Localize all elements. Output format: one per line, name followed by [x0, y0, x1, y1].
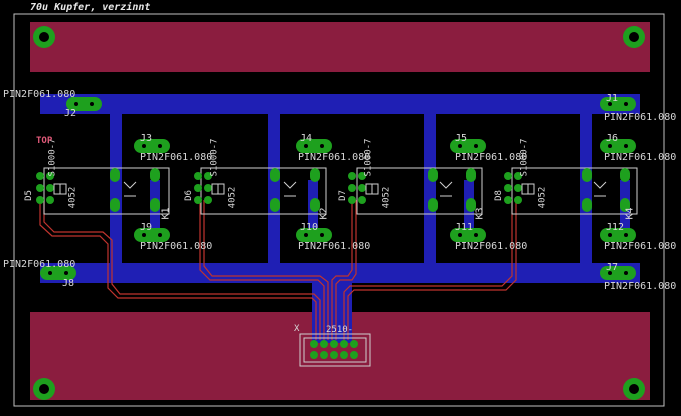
ref-k3: K3 — [474, 207, 486, 220]
label-pin-type-j5: PIN2F061.080 — [455, 152, 528, 163]
input-pads — [36, 172, 522, 204]
relay-contacts — [123, 181, 607, 197]
label-pin-type-j11: PIN2F061.080 — [455, 241, 528, 252]
board-title: 70u Kupfer, verzinnt — [30, 2, 151, 13]
part-top-3: S1000-7 — [363, 138, 374, 177]
ref-j2: J2 — [64, 108, 77, 119]
part-value-3: 4052 — [381, 186, 392, 209]
ref-j4: J4 — [300, 133, 313, 144]
part-value-2: 4052 — [227, 186, 238, 209]
label-pin-type-j4: PIN2F061.080 — [298, 152, 371, 163]
connector-pads — [310, 340, 358, 359]
ref-j1: J1 — [606, 93, 619, 104]
label-pin-type-j1: PIN2F061.080 — [604, 112, 677, 123]
ref-j6: J6 — [606, 133, 619, 144]
ref-k1: K1 — [160, 207, 172, 220]
ref-d6: D6 — [183, 190, 194, 201]
label-pin-type-j2: PIN2F061.080 — [3, 89, 76, 100]
ref-j11: J11 — [455, 222, 474, 233]
part-value-4: 4052 — [537, 186, 548, 209]
part-top-4: S1000-7 — [519, 138, 530, 177]
label-pin-type-j9: PIN2F061.080 — [140, 241, 213, 252]
ref-j9: J9 — [140, 222, 153, 233]
terminal-pads — [40, 97, 636, 280]
ref-d8: D8 — [493, 190, 504, 201]
label-pin-type-j7: PIN2F061.080 — [604, 281, 677, 292]
label-pin-type-j12: PIN2F061.080 — [604, 241, 677, 252]
label-pin-type-j6: PIN2F061.080 — [604, 152, 677, 163]
ref-d7: D7 — [337, 190, 348, 201]
connector-value: 2510- — [326, 325, 354, 335]
connector-outline — [299, 333, 371, 367]
part-top-2: S1000-7 — [209, 138, 220, 177]
top-tag: TOP — [36, 136, 53, 146]
ref-j7: J7 — [606, 262, 619, 273]
signal-traces — [39, 200, 517, 340]
label-pin-type-j3: PIN2F061.080 — [140, 152, 213, 163]
relay-outlines — [43, 167, 638, 215]
connector-ref: X — [294, 324, 300, 334]
mounting-holes — [33, 26, 645, 400]
ref-j3: J3 — [140, 133, 153, 144]
label-pin-type-j8: PIN2F061.080 — [3, 259, 76, 270]
ref-d5: D5 — [23, 190, 34, 201]
ref-k2: K2 — [318, 207, 330, 220]
bottom-copper-bus — [40, 94, 640, 343]
terminal-drills — [48, 102, 628, 275]
ref-j12: J12 — [606, 222, 625, 233]
part-value-1: 4052 — [67, 186, 78, 209]
board-outline — [13, 13, 665, 407]
relay-pads — [110, 168, 630, 212]
ref-j10: J10 — [300, 222, 319, 233]
top-power-plane — [30, 22, 650, 72]
ref-j5: J5 — [455, 133, 468, 144]
ref-k4: K4 — [624, 207, 636, 220]
ref-j8: J8 — [62, 278, 75, 289]
diode-symbols — [53, 183, 535, 195]
label-pin-type-j10: PIN2F061.080 — [298, 241, 371, 252]
